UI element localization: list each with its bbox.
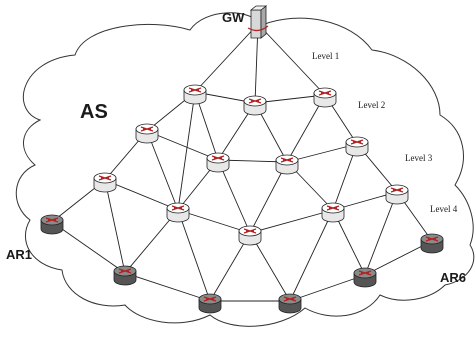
- access-router-icon-ar1: [40, 214, 64, 235]
- level-2-label: Level 2: [358, 100, 385, 110]
- link-L4a-L3c: [249, 209, 334, 234]
- link-L3a-L3b: [104, 179, 179, 211]
- gateway-label: GW: [222, 10, 245, 25]
- link-L2c-L4a: [249, 161, 288, 234]
- link-L3c-AR4: [289, 209, 334, 302]
- link-L2a-L2b: [146, 130, 219, 161]
- router-icon-l4a: [238, 225, 262, 246]
- access-router-icon-ar2: [113, 265, 137, 286]
- link-L3a-AR2: [104, 179, 126, 274]
- link-L3d-AR5: [364, 191, 398, 276]
- gateway-server-icon: [247, 5, 269, 39]
- as-label: AS: [80, 101, 108, 123]
- router-icon-l2a: [135, 123, 159, 144]
- link-GW-L1a: [194, 23, 259, 93]
- access-router-icon-ar4: [278, 293, 302, 314]
- ar6-label: AR6: [440, 270, 466, 285]
- link-AR1-AR2: [51, 221, 126, 274]
- access-router-icon-ar3: [198, 293, 222, 314]
- router-icon-l2d: [345, 136, 369, 157]
- as-cloud-boundary: [15, 12, 475, 327]
- level-3-label: Level 3: [405, 153, 433, 163]
- level-1-label: Level 1: [312, 51, 339, 61]
- access-router-icon-ar6: [420, 233, 444, 254]
- link-L2b-L4a: [217, 159, 251, 234]
- link-L3b-AR2: [124, 209, 179, 274]
- link-L3b-L4a: [177, 209, 251, 234]
- nodes-layer: [40, 5, 444, 314]
- router-icon-l2c: [275, 154, 299, 175]
- link-L1a-L3b: [177, 91, 196, 211]
- router-icon-l2b: [206, 152, 230, 173]
- access-router-icon-ar5: [353, 267, 377, 288]
- router-icon-l1c: [313, 87, 337, 108]
- ar1-label: AR1: [6, 247, 32, 262]
- router-icon-l1b: [243, 95, 267, 116]
- link-GW-L1c: [257, 23, 326, 96]
- link-AR4-AR5: [289, 274, 366, 302]
- router-icon-l3d: [385, 184, 409, 205]
- level-4-label: Level 4: [430, 204, 458, 214]
- router-icon-l3c: [321, 202, 345, 223]
- link-L1b-L1c: [254, 94, 326, 104]
- router-icon-l1a: [183, 84, 207, 105]
- link-L3b-AR3: [177, 209, 211, 302]
- router-icon-l3b: [166, 202, 190, 223]
- link-L2c-L2d: [286, 143, 358, 163]
- links-layer: [51, 23, 433, 302]
- link-L2a-L3b: [146, 130, 179, 211]
- router-icon-l3a: [93, 172, 117, 193]
- link-L2b-L2c: [217, 159, 288, 163]
- link-AR2-AR3: [124, 272, 211, 302]
